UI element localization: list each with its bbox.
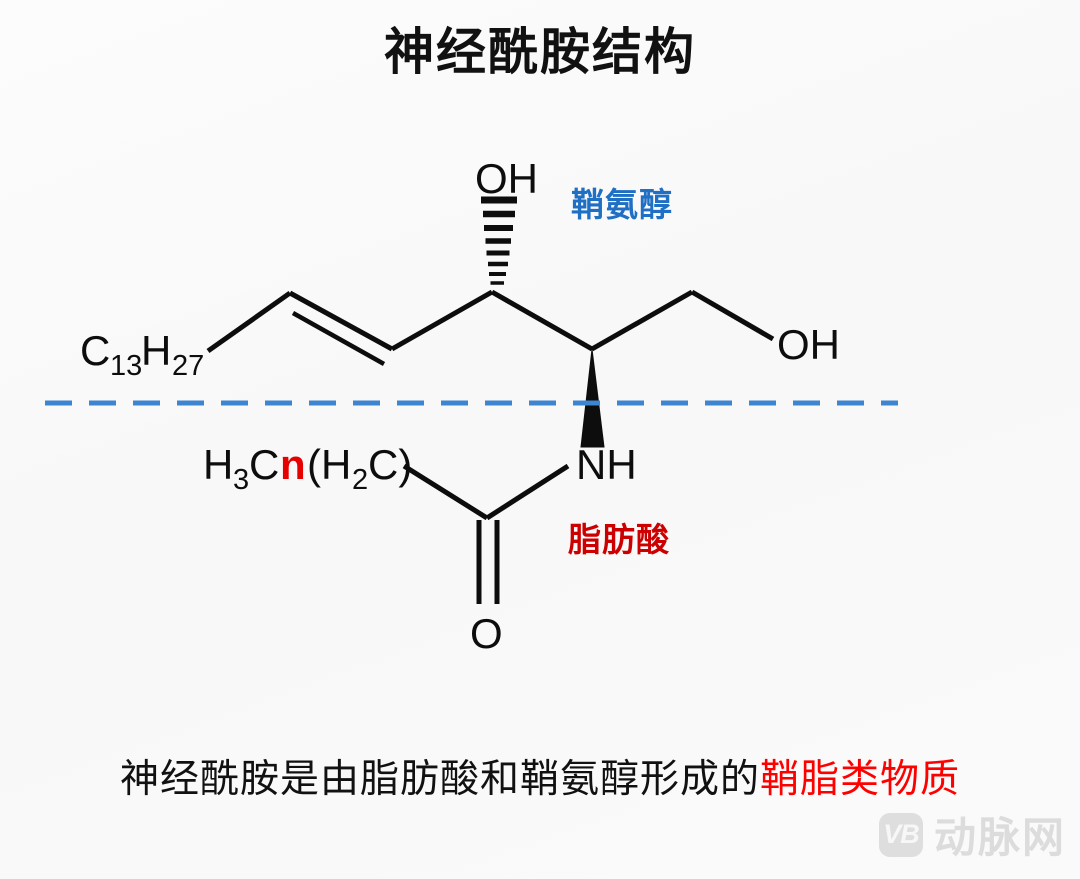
caption-text-highlight: 鞘脂类物质 [760, 758, 961, 801]
atom-label-acyl-formula: H 3 C n (H 2 C) [203, 441, 412, 496]
watermark-text: 动脉网 [933, 814, 1066, 861]
atom-label-hydroxyl-top: OH [475, 155, 538, 202]
bond-acyl-chain [402, 463, 489, 521]
watermark: VB 动脉网 [878, 804, 1066, 865]
acyl-c: C [249, 441, 279, 488]
acyl-sub-3: 3 [233, 464, 249, 496]
hash-wedge-hydroxyl [481, 196, 517, 285]
watermark-logo-icon: VB [878, 812, 923, 857]
alkyl-c: C [80, 327, 110, 374]
alkyl-sub-27: 27 [172, 350, 204, 382]
page-title: 神经酰胺结构 [384, 24, 696, 80]
acyl-sub-2: 2 [352, 464, 368, 496]
atom-label-hydroxyl-right: OH [777, 321, 840, 368]
bond-c3-c4 [390, 289, 494, 352]
solid-wedge-amide [580, 348, 605, 448]
acyl-paren-h: (H [307, 441, 351, 488]
bond-alkyl-to-c1 [206, 290, 292, 354]
bond-double-carbonyl [476, 520, 500, 604]
caption-text-black: 神经酰胺是由脂肪酸和鞘氨醇形成的 [119, 758, 760, 801]
bond-c5-c6 [590, 289, 694, 352]
label-fatty-acid: 脂肪酸 [568, 521, 670, 558]
acyl-n-repeat: n [280, 441, 306, 488]
alkyl-h: H [141, 327, 171, 374]
atom-label-alkyl: C 13 H 27 [80, 327, 204, 382]
atom-label-amide-nh: NH [576, 441, 637, 488]
bond-carbonyl-n [485, 463, 570, 521]
acyl-h: H [203, 441, 233, 488]
bond-c6-oh [690, 289, 775, 342]
label-sphingosine: 鞘氨醇 [571, 186, 673, 223]
bond-c4-c5 [490, 289, 594, 352]
alkyl-sub-13: 13 [110, 350, 142, 382]
acyl-c-close: C) [368, 441, 412, 488]
bond-double-cc [288, 290, 394, 366]
caption: 神经酰胺是由脂肪酸和鞘氨醇形成的鞘脂类物质 [0, 748, 1080, 804]
atom-label-carbonyl-o: O [470, 610, 503, 657]
